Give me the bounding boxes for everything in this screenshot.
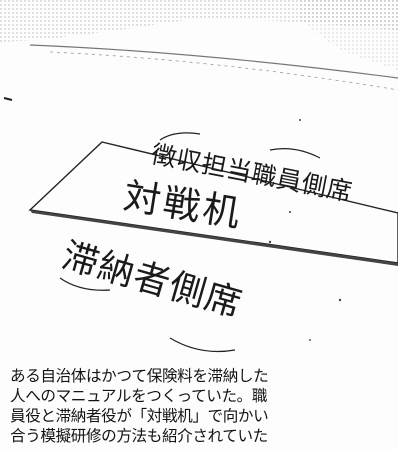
desk-layout-drawing: 徴収担当職員側席 対戦机 滞納者側席 [0, 0, 398, 353]
mark [3, 97, 13, 101]
desk-layout-photo: 徴収担当職員側席 対戦机 滞納者側席 [0, 0, 398, 353]
caption-line: ある自治体はかつて保険料を滞納した [10, 367, 269, 385]
caption-line: 員役と滞納者役が「対戦机」で向かい [10, 407, 269, 425]
photo-shadow-top [0, 0, 398, 42]
desk-outline [28, 141, 398, 264]
bracket-official [159, 132, 201, 141]
bracket-official-right [269, 148, 321, 159]
photo-caption: ある自治体はかつて保険料を滞納した 人へのマニュアルをつくっていた。職 員役と滞… [0, 366, 398, 446]
photo-shadow-right [300, 0, 398, 70]
desk-edge [30, 210, 398, 266]
delinquent-side-label: 滞納者側席 [58, 235, 247, 325]
bracket-delinquent-bottom [169, 337, 236, 353]
caption-line: 人へのマニュアルをつくっていた。職 [10, 387, 268, 405]
horizon-line [29, 44, 398, 79]
bracket-delinquent [59, 277, 111, 291]
horizon-line-faint [49, 51, 398, 91]
caption-line: 合う模擬研修の方法も紹介されていた [10, 427, 268, 445]
